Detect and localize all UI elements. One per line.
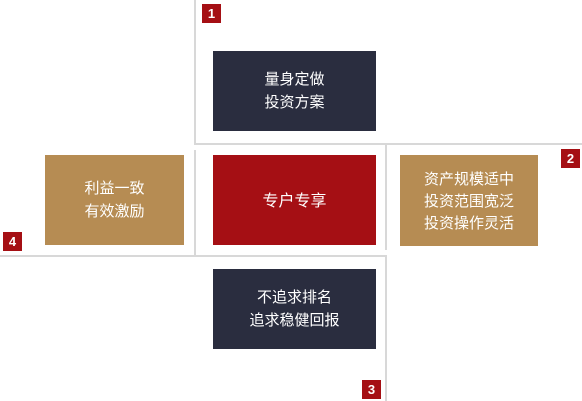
top-horizontal-line bbox=[194, 143, 386, 145]
bottom-box-line2: 追求稳健回报 bbox=[249, 311, 340, 329]
right-box-line2: 投资范围宽泛 bbox=[423, 191, 514, 210]
center-box: 专户专享 bbox=[213, 155, 376, 245]
bottom-vertical-line bbox=[385, 255, 387, 401]
left-vertical-line bbox=[194, 150, 196, 257]
top-box-line1: 量身定做 bbox=[264, 70, 325, 88]
bottom-horizontal-line bbox=[194, 255, 386, 257]
badge-4: 4 bbox=[3, 232, 22, 251]
right-box: 资产规模适中 投资范围宽泛 投资操作灵活 bbox=[400, 155, 538, 246]
badge-3: 3 bbox=[362, 380, 381, 399]
right-horizontal-line bbox=[385, 143, 582, 145]
top-box: 量身定做 投资方案 bbox=[213, 51, 376, 131]
bottom-box-line1: 不追求排名 bbox=[256, 288, 332, 306]
badge-2: 2 bbox=[561, 149, 580, 168]
left-box-line1: 利益一致 bbox=[84, 179, 145, 197]
left-horizontal-line bbox=[0, 255, 196, 257]
right-box-line1: 资产规模适中 bbox=[423, 169, 514, 188]
bottom-box: 不追求排名 追求稳健回报 bbox=[213, 269, 376, 349]
left-box: 利益一致 有效激励 bbox=[45, 155, 184, 245]
center-box-label: 专户专享 bbox=[262, 190, 327, 210]
right-vertical-line bbox=[385, 143, 387, 250]
left-box-line2: 有效激励 bbox=[84, 202, 145, 220]
top-box-line2: 投资方案 bbox=[264, 93, 325, 111]
right-box-line3: 投资操作灵活 bbox=[423, 213, 514, 232]
top-vertical-line bbox=[194, 0, 196, 145]
badge-1: 1 bbox=[202, 4, 221, 23]
